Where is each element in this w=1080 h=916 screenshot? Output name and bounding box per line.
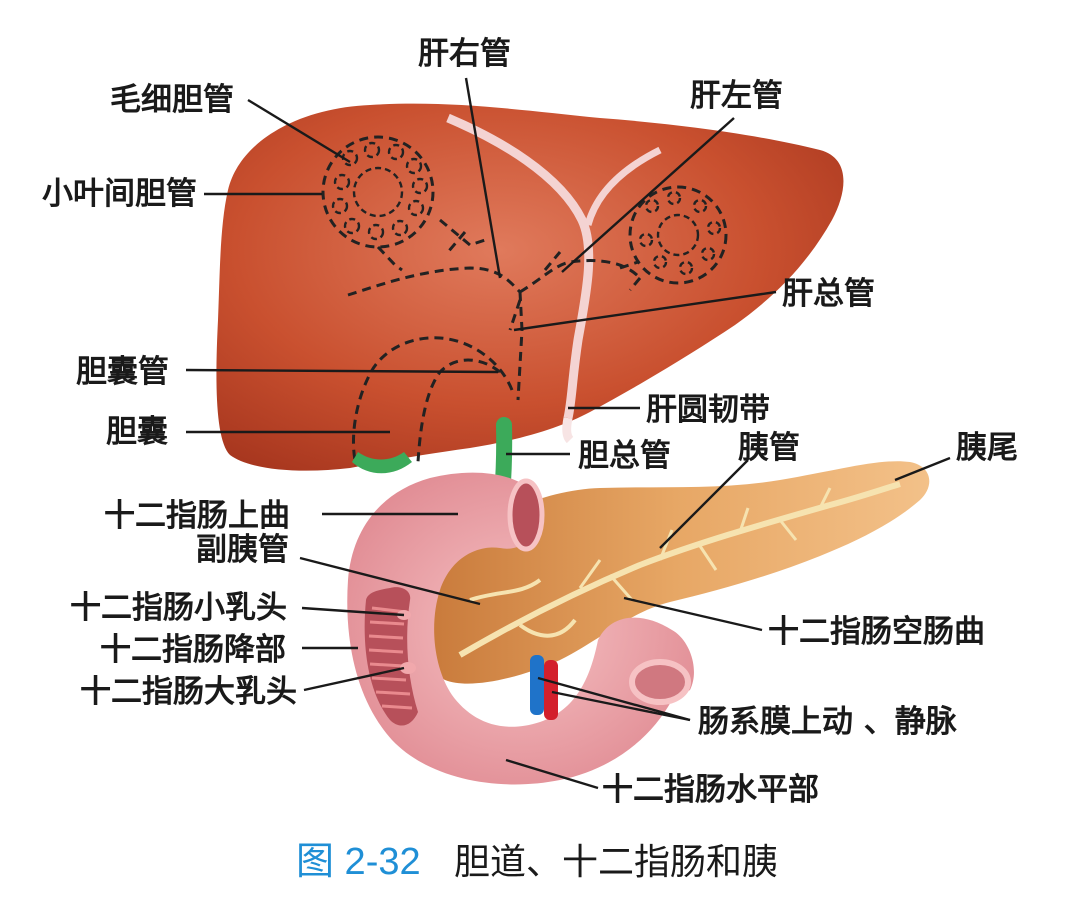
label-gallbladder: 胆囊 — [106, 414, 168, 450]
label-right-hepatic-duct: 肝右管 — [418, 36, 511, 72]
label-ligamentum-teres: 肝圆韧带 — [646, 392, 770, 428]
gallbladder-fundus — [352, 452, 412, 474]
duodenum-cut-end — [507, 478, 545, 552]
leader-lines — [185, 77, 951, 790]
label-superior-flexure: 十二指肠上曲 — [104, 498, 290, 534]
superior-mesenteric-artery — [544, 660, 558, 720]
label-major-papilla: 十二指肠大乳头 — [80, 674, 297, 710]
label-interlobular-bile-duct: 小叶间胆管 — [42, 176, 197, 212]
label-mesenteric-vessels: 肠系膜上动 、静脉 — [698, 704, 958, 740]
figure-title: 胆道、十二指肠和胰 — [454, 842, 778, 883]
label-duodenojejunal-flexure: 十二指肠空肠曲 — [768, 614, 985, 650]
pancreatic-duct-system — [458, 481, 901, 658]
label-bile-capillary: 毛细胆管 — [110, 82, 234, 118]
ligamentum-teres — [562, 417, 574, 444]
liver-shape — [216, 103, 844, 471]
jejunum-cut-end — [629, 659, 691, 705]
label-pancreas-tail: 胰尾 — [956, 430, 1018, 466]
label-minor-papilla: 十二指肠小乳头 — [70, 590, 287, 626]
label-cystic-duct: 胆囊管 — [76, 354, 169, 390]
duodenum — [347, 472, 694, 785]
label-horizontal-part: 十二指肠水平部 — [602, 772, 819, 808]
label-accessory-pancreatic-duct: 副胰管 — [196, 532, 289, 568]
label-left-hepatic-duct: 肝左管 — [690, 78, 783, 114]
superior-mesenteric-vein — [530, 655, 544, 715]
pancreas — [421, 461, 930, 684]
mucosal-folds — [368, 606, 413, 710]
falciform-ligament-edge — [584, 146, 662, 226]
major-papilla — [400, 662, 416, 674]
lobule-right-lobe — [321, 135, 435, 249]
label-descending-part: 十二指肠降部 — [100, 632, 286, 668]
falciform-ligament — [446, 113, 594, 419]
label-pancreatic-duct: 胰管 — [738, 430, 800, 466]
figure-number: 图 2-32 — [296, 841, 421, 883]
lobule-left-lobe — [628, 185, 728, 285]
label-common-hepatic-duct: 肝总管 — [782, 276, 875, 312]
label-common-bile-duct: 胆总管 — [578, 438, 671, 474]
